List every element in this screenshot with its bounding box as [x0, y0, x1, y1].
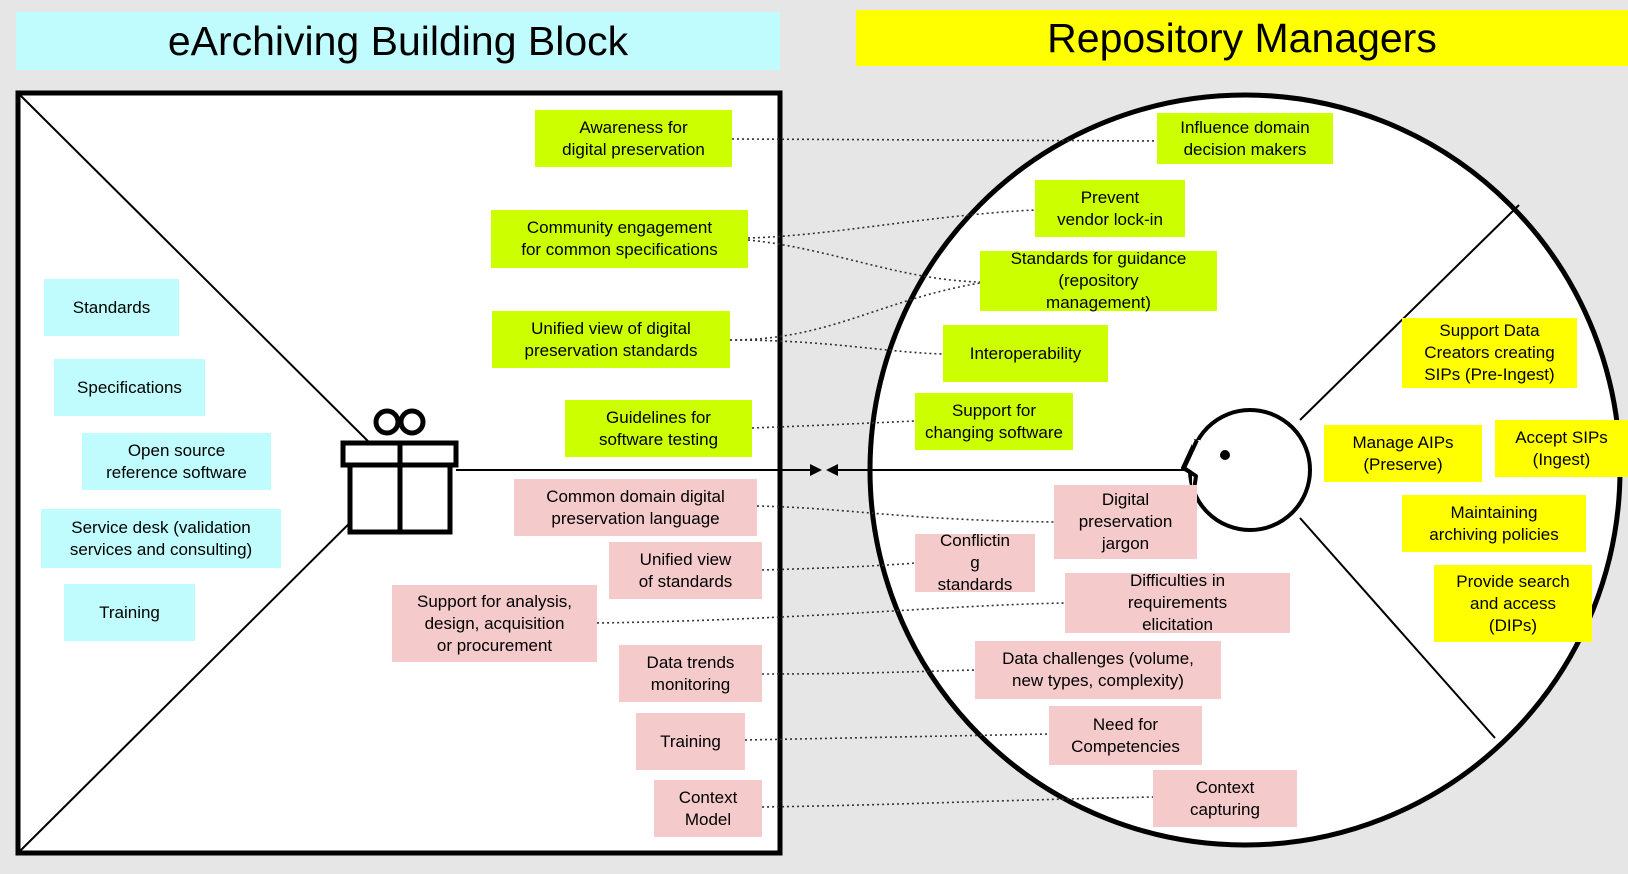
- arrow-head-right: [810, 464, 822, 476]
- right-title-banner: Repository Managers: [856, 10, 1628, 66]
- pain-reliever-training: Training: [636, 713, 745, 770]
- pain-reliever-data-trends: Data trends monitoring: [619, 645, 762, 702]
- job-maintaining: Maintaining archiving policies: [1402, 495, 1586, 552]
- left-title: eArchiving Building Block: [167, 17, 629, 64]
- dotted-connectors: [596, 138, 1158, 808]
- circle-divider-bottom: [1299, 517, 1496, 739]
- product-open-source: Open source reference software: [82, 433, 271, 490]
- pain-context-capturing: Context capturing: [1153, 770, 1297, 827]
- product-specifications: Specifications: [54, 359, 205, 416]
- pain-reliever-unified-standards: Unified view of standards: [609, 542, 762, 599]
- gain-creator-community: Community engagement for common specific…: [491, 210, 748, 268]
- diagonal-bottom: [19, 472, 401, 852]
- diagonal-top: [19, 94, 401, 474]
- pain-jargon: Digital preservation jargon: [1054, 485, 1197, 559]
- job-accept-sips: Accept SIPs (Ingest): [1495, 420, 1628, 477]
- product-training: Training: [64, 584, 195, 641]
- gain-changing-software: Support for changing software: [915, 393, 1073, 450]
- pain-reliever-common-language: Common domain digital preservation langu…: [514, 479, 757, 536]
- customer-profile-line: [1182, 439, 1199, 491]
- gain-creator-guidelines: Guidelines for software testing: [565, 400, 752, 457]
- gain-influence: Influence domain decision makers: [1157, 113, 1333, 164]
- product-service-desk: Service desk (validation services and co…: [41, 509, 281, 568]
- gain-interoperability: Interoperability: [943, 325, 1108, 382]
- face-mask: [1192, 440, 1200, 490]
- customer-eye-icon: [1220, 450, 1230, 460]
- gain-vendor: Prevent vendor lock-in: [1035, 180, 1185, 237]
- pain-requirements: Difficulties in requirements elicitation: [1065, 571, 1290, 634]
- pain-competencies: Need for Competencies: [1049, 706, 1202, 765]
- right-title: Repository Managers: [1047, 14, 1437, 61]
- customer-face-icon: [1188, 408, 1312, 532]
- gain-standards-guidance: Standards for guidance (repository manag…: [980, 249, 1217, 312]
- product-standards: Standards: [44, 279, 179, 336]
- pain-reliever-support-analysis: Support for analysis, design, acquisitio…: [392, 585, 597, 662]
- gain-creator-awareness: Awareness for digital preservation: [535, 110, 732, 167]
- pain-reliever-context-model: Context Model: [654, 780, 762, 837]
- job-manage-aips: Manage AIPs (Preserve): [1324, 425, 1482, 482]
- circle-divider-top: [1299, 204, 1520, 421]
- job-support-data: Support Data Creators creating SIPs (Pre…: [1402, 318, 1577, 388]
- left-title-banner: eArchiving Building Block: [16, 12, 780, 70]
- gain-creator-unified-digital: Unified view of digital preservation sta…: [492, 311, 730, 368]
- arrow-head-left: [826, 464, 838, 476]
- pain-conflicting: Conflictin g standards: [915, 531, 1035, 594]
- job-provide-search: Provide search and access (DIPs): [1434, 565, 1592, 642]
- pain-data-challenges: Data challenges (volume, new types, comp…: [975, 641, 1221, 699]
- gift-icon: [340, 408, 459, 535]
